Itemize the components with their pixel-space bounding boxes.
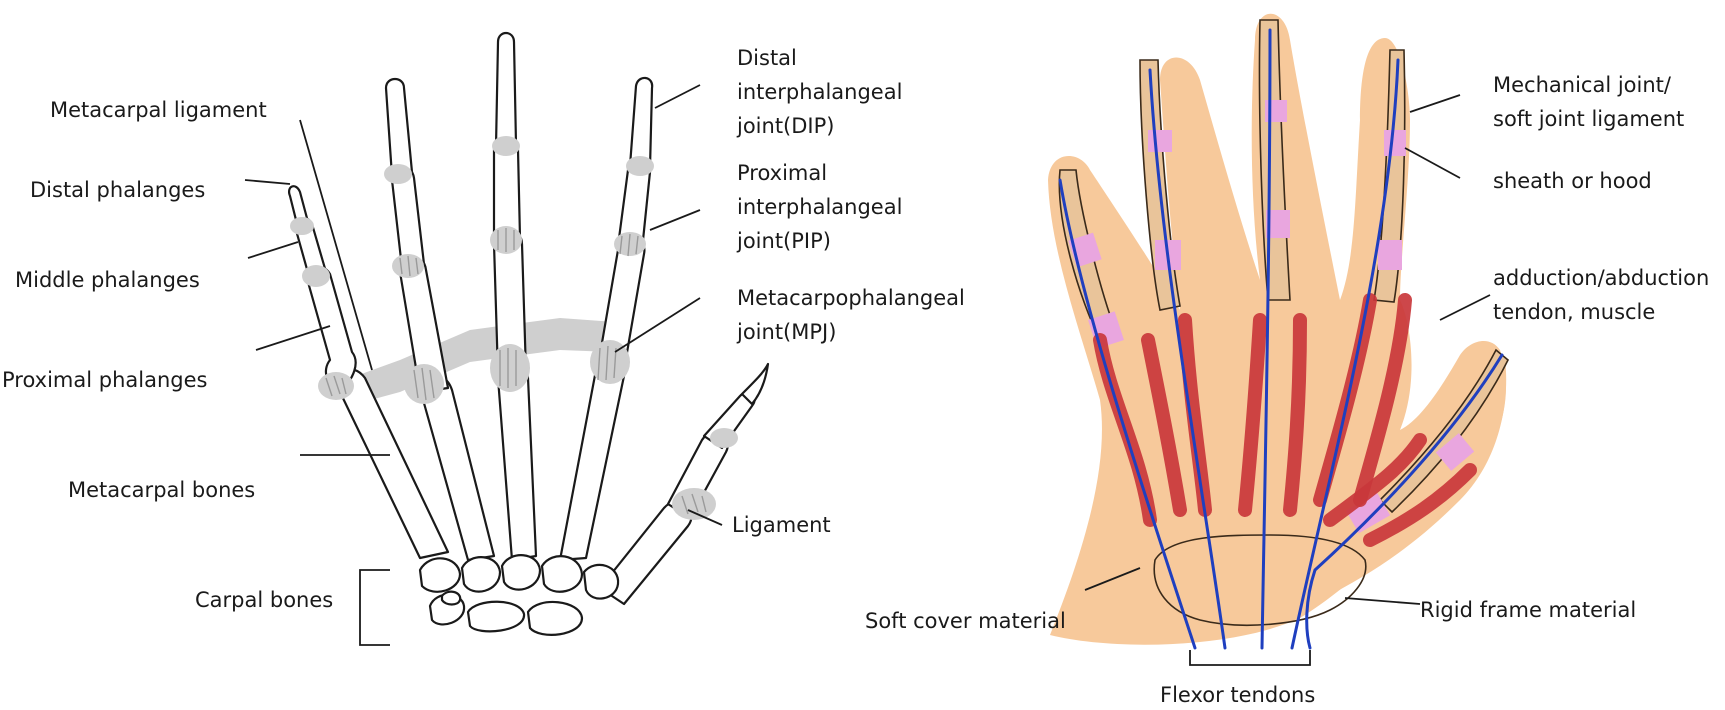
- label-dip-line2: interphalangeal: [737, 80, 902, 104]
- leader-sheath: [1404, 147, 1461, 179]
- leader-mechanical-joint: [1409, 94, 1461, 113]
- anatomical-hand-drawing: Metacarpal ligament Distal phalanges Mid…: [2, 31, 965, 646]
- label-proximal-phalanges: Proximal phalanges: [2, 368, 207, 392]
- label-mechanical-joint-line2: soft joint ligament: [1493, 107, 1684, 131]
- leader-dip: [654, 84, 701, 109]
- leader-pip: [649, 209, 701, 231]
- label-rigid-frame: Rigid frame material: [1420, 598, 1636, 622]
- label-middle-phalanges: Middle phalanges: [15, 268, 200, 292]
- flexor-bracket: [1189, 650, 1311, 666]
- leader-soft-cover: [1084, 567, 1141, 591]
- label-carpal-bones: Carpal bones: [195, 588, 333, 612]
- leader-proximal-phalanges: [255, 325, 331, 351]
- left-leader-lines: [244, 84, 723, 646]
- carpal-bracket: [359, 569, 390, 646]
- right-leader-lines: [1084, 94, 1491, 666]
- label-pip-line2: interphalangeal: [737, 195, 902, 219]
- label-mpj-line2: joint(MPJ): [736, 320, 836, 344]
- index-finger: [558, 76, 654, 562]
- label-pip-line3: joint(PIP): [736, 229, 831, 253]
- leader-metacarpal-ligament: [299, 119, 373, 371]
- label-flexor-tendons: Flexor tendons: [1160, 683, 1315, 707]
- label-adduction-line2: tendon, muscle: [1493, 300, 1655, 324]
- label-pip-line1: Proximal: [737, 161, 827, 185]
- label-metacarpal-ligament: Metacarpal ligament: [50, 98, 267, 122]
- right-labels: Mechanical joint/ soft joint ligament sh…: [865, 73, 1709, 707]
- leader-rigid-frame: [1344, 597, 1421, 605]
- carpal-bones-group: [418, 554, 620, 636]
- leader-middle-phalanges: [247, 241, 299, 259]
- robotic-hand-drawing: Mechanical joint/ soft joint ligament sh…: [865, 13, 1709, 707]
- label-ligament: Ligament: [732, 513, 831, 537]
- label-distal-phalanges: Distal phalanges: [30, 178, 205, 202]
- label-soft-cover: Soft cover material: [865, 609, 1066, 633]
- label-metacarpal-bones: Metacarpal bones: [68, 478, 255, 502]
- thumb-skin: [1310, 350, 1507, 600]
- label-sheath: sheath or hood: [1493, 169, 1652, 193]
- rigid-frame-outline: [1153, 534, 1367, 626]
- leader-distal-phalanges: [244, 179, 291, 185]
- middle-finger: [492, 31, 538, 562]
- flexor-tendons-lines: [1058, 28, 1504, 650]
- label-mechanical-joint-line1: Mechanical joint/: [1493, 73, 1672, 97]
- label-mpj-line1: Metacarpophalangeal: [737, 286, 965, 310]
- left-labels: Metacarpal ligament Distal phalanges Mid…: [2, 46, 965, 612]
- leader-adduction: [1439, 294, 1491, 321]
- thumb: [598, 362, 770, 606]
- label-dip-line3: joint(DIP): [736, 114, 834, 138]
- label-dip-line1: Distal: [737, 46, 797, 70]
- joint-hatching: [325, 228, 707, 515]
- leader-mpj: [614, 297, 701, 353]
- label-adduction-line1: adduction/abduction: [1493, 266, 1709, 290]
- leader-ligament: [687, 509, 723, 526]
- metacarpal-ligament-band: [345, 318, 615, 405]
